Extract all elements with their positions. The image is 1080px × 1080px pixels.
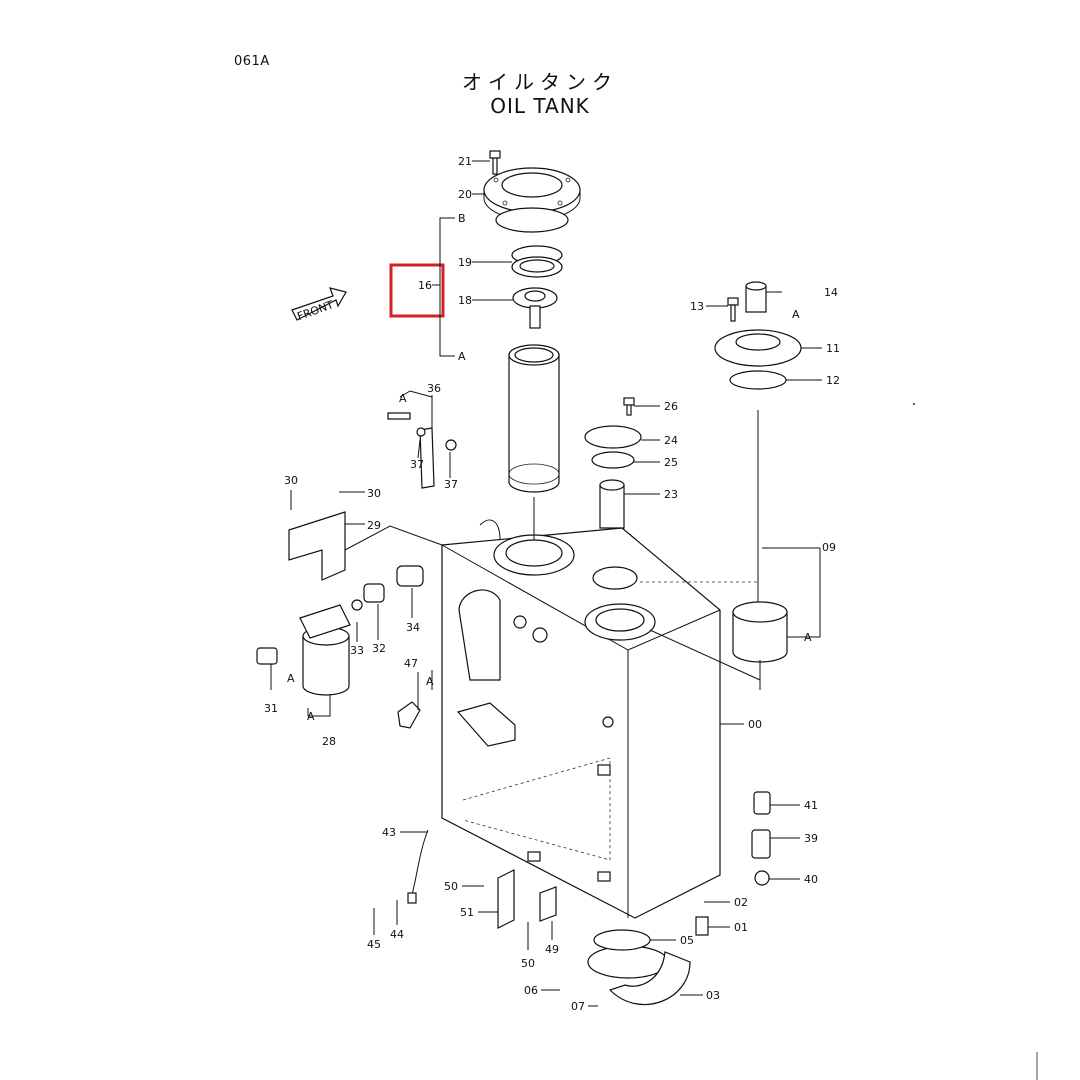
drain-plug-41 <box>753 791 771 815</box>
callout-40: 40 <box>804 873 818 886</box>
flange-cover-20 <box>483 167 581 221</box>
callout-45: 45 <box>367 938 381 951</box>
callout-07: 07 <box>571 1000 585 1013</box>
bolt-13 <box>727 297 739 322</box>
ref-a-14: A <box>792 308 800 321</box>
callout-39: 39 <box>804 832 818 845</box>
callout-47: 47 <box>404 657 418 670</box>
callout-24: 24 <box>664 434 678 447</box>
ref-a-28: A <box>307 710 315 723</box>
ref-a-36: A <box>399 392 407 405</box>
callout-06: 06 <box>524 984 538 997</box>
callout-30-right: 30 <box>367 487 381 500</box>
bracket-49 <box>539 886 557 922</box>
callout-18: 18 <box>458 294 472 307</box>
front-arrow: FRONT <box>291 287 347 323</box>
callout-05: 05 <box>680 934 694 947</box>
callout-23: 23 <box>664 488 678 501</box>
seal-ring-19 <box>511 245 563 278</box>
cap-40 <box>754 870 770 886</box>
callout-16: 16 <box>418 279 432 292</box>
callout-30-left: 30 <box>284 474 298 487</box>
callout-25: 25 <box>664 456 678 469</box>
callout-41: 41 <box>804 799 818 812</box>
callout-09: 09 <box>822 541 836 554</box>
ref-a-09: A <box>804 631 812 644</box>
gasket-05 <box>593 929 651 951</box>
title-english: OIL TANK <box>490 94 590 118</box>
breather-14 <box>745 281 767 313</box>
oring-33 <box>351 599 363 611</box>
callout-11: 11 <box>826 342 840 355</box>
callout-36: 36 <box>427 382 441 395</box>
callout-37-right: 37 <box>444 478 458 491</box>
callout-50-bottom: 50 <box>521 957 535 970</box>
sensor-43 <box>407 829 429 904</box>
callout-19: 19 <box>458 256 472 269</box>
callout-13: 13 <box>690 300 704 313</box>
ref-b: B <box>458 212 466 225</box>
callout-21: 21 <box>458 155 472 168</box>
callout-43: 43 <box>382 826 396 839</box>
gasket-b <box>495 207 569 233</box>
callout-03: 03 <box>706 989 720 1002</box>
bolt-01 <box>695 916 709 936</box>
bolt-26 <box>623 397 635 416</box>
callout-31: 31 <box>264 702 278 715</box>
bracket-36 <box>387 390 457 489</box>
flange-11 <box>714 329 802 367</box>
gasket-25 <box>591 451 635 469</box>
callout-51: 51 <box>460 906 474 919</box>
adapter-32 <box>363 583 385 603</box>
elbow-47 <box>397 701 421 729</box>
callout-20: 20 <box>458 188 472 201</box>
valve-18 <box>512 287 558 329</box>
callout-01: 01 <box>734 921 748 934</box>
highlight-box-16 <box>389 263 445 318</box>
callout-14: 14 <box>824 286 838 299</box>
callout-49: 49 <box>545 943 559 956</box>
adapter-31 <box>256 647 278 665</box>
filter-28 <box>299 604 351 696</box>
leader-lines <box>270 160 822 1007</box>
callout-32: 32 <box>372 642 386 655</box>
callout-50-top: 50 <box>444 880 458 893</box>
callout-34: 34 <box>406 621 420 634</box>
callout-33: 33 <box>350 644 364 657</box>
ref-a-16: A <box>458 350 466 363</box>
callout-44: 44 <box>390 928 404 941</box>
page-code: 061A <box>234 54 270 69</box>
callout-12: 12 <box>826 374 840 387</box>
callout-labels: 21 20 B 19 16 18 A 14 13 A 11 12 26 24 2… <box>264 155 840 1013</box>
adapter-34 <box>396 565 424 587</box>
callout-00: 00 <box>748 718 762 731</box>
gasket-12 <box>729 370 787 390</box>
cover-24 <box>584 425 642 449</box>
return-filter-09 <box>732 601 788 663</box>
callout-28: 28 <box>322 735 336 748</box>
ref-a-31: A <box>287 672 295 685</box>
element-a <box>508 344 560 493</box>
title-japanese: オイルタンク <box>462 70 618 94</box>
callout-02: 02 <box>734 896 748 909</box>
suction-pipe-03 <box>587 945 691 1006</box>
callout-29: 29 <box>367 519 381 532</box>
callout-37-left: 37 <box>410 458 424 471</box>
bracket-51 <box>497 869 515 929</box>
tank-body <box>441 519 721 919</box>
strainer-23 <box>599 479 625 529</box>
bracket-29 <box>288 511 346 581</box>
ref-a-47: A <box>426 675 434 688</box>
bolt-21 <box>489 150 501 175</box>
valve-39 <box>751 829 771 859</box>
callout-26: 26 <box>664 400 678 413</box>
